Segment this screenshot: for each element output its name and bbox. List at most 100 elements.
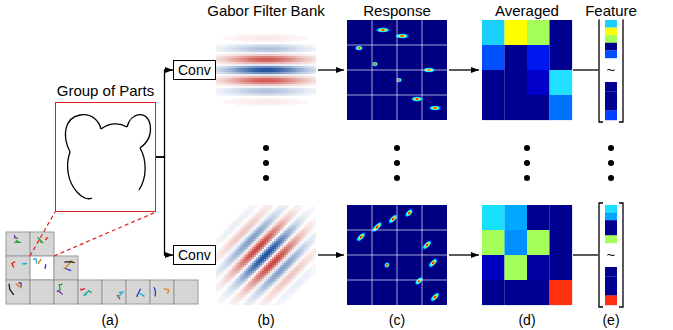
kernel-pixel [292,102,294,104]
kernel-pixel [238,54,240,56]
kernel-pixel [312,64,314,66]
kernel-pixel [276,66,278,68]
kernel-pixel [224,64,226,66]
kernel-pixel [300,221,302,223]
kernel-pixel [234,54,236,56]
kernel-pixel [296,84,298,86]
kernel-pixel [278,221,280,223]
kernel-pixel [274,78,276,80]
kernel-pixel [250,56,252,58]
kernel-pixel [278,86,280,88]
kernel-pixel [274,221,276,223]
kernel-pixel [290,66,292,68]
kernel-pixel [262,54,264,56]
kernel-pixel [252,207,254,209]
kernel-pixel [254,102,256,104]
kernel-pixel [258,221,260,223]
kernel-pixel [264,52,266,54]
kernel-pixel [266,56,268,58]
kernel-pixel [248,90,250,92]
kernel-pixel [258,80,260,82]
kernel-pixel [308,38,310,40]
kernel-pixel [276,90,278,92]
kernel-pixel [260,76,262,78]
kernel-pixel [230,62,232,64]
kernel-pixel [292,207,294,209]
kernel-pixel [274,102,276,104]
kernel-pixel [266,207,268,209]
kernel-pixel [270,209,272,211]
kernel-pixel [228,225,230,227]
kernel-pixel [268,46,270,48]
kernel-pixel [244,64,246,66]
kernel-pixel [246,62,248,64]
kernel-pixel [292,56,294,58]
kernel-pixel [230,90,232,92]
kernel-pixel [244,225,246,227]
kernel-pixel [250,78,252,80]
kernel-pixel [224,44,226,46]
kernel-pixel [286,221,288,223]
kernel-pixel [218,64,220,66]
kernel-pixel [312,50,314,52]
kernel-pixel [294,207,296,209]
kernel-pixel [302,80,304,82]
kernel-pixel [290,76,292,78]
kernel-pixel [252,98,254,100]
kernel-pixel [270,54,272,56]
kernel-pixel [226,74,228,76]
kernel-pixel [296,62,298,64]
kernel-pixel [296,64,298,66]
kernel-pixel [224,74,226,76]
kernel-pixel [268,70,270,72]
kernel-pixel [292,48,294,50]
part-cell [6,232,30,256]
part-stroke [45,265,46,269]
kernel-pixel [260,60,262,62]
kernel-pixel [284,56,286,58]
kernel-pixel [230,60,232,62]
kernel-pixel [260,104,262,106]
kernel-pixel [300,88,302,90]
kernel-pixel [220,80,222,82]
kernel-pixel [280,66,282,68]
kernel-pixel [250,50,252,52]
kernel-pixel [240,84,242,86]
kernel-pixel [290,88,292,90]
kernel-pixel [254,84,256,86]
kernel-pixel [238,86,240,88]
kernel-pixel [264,94,266,96]
kernel-pixel [232,40,234,42]
kernel-pixel [242,94,244,96]
kernel-pixel [246,84,248,86]
kernel-pixel [216,44,218,46]
kernel-pixel [300,213,302,215]
kernel-pixel [308,56,310,58]
kernel-pixel [248,46,250,48]
kernel-pixel [230,225,232,227]
kernel-pixel [226,62,228,64]
kernel-pixel [218,70,220,72]
kernel-pixel [282,62,284,64]
kernel-pixel [222,68,224,70]
kernel-pixel [244,88,246,90]
kernel-pixel [256,223,258,225]
kernel-pixel [268,60,270,62]
kernel-pixel [284,46,286,48]
kernel-pixel [306,102,308,104]
kernel-pixel [294,205,296,207]
kernel-pixel [286,207,288,209]
kernel-pixel [256,215,258,217]
kernel-pixel [286,88,288,90]
kernel-pixel [292,90,294,92]
kernel-pixel [228,48,230,50]
kernel-pixel [246,60,248,62]
kernel-pixel [230,100,232,102]
kernel-pixel [252,100,254,102]
kernel-pixel [240,72,242,74]
kernel-pixel [286,217,288,219]
kernel-pixel [250,205,252,207]
kernel-pixel [242,70,244,72]
kernel-pixel [244,92,246,94]
kernel-pixel [220,82,222,84]
